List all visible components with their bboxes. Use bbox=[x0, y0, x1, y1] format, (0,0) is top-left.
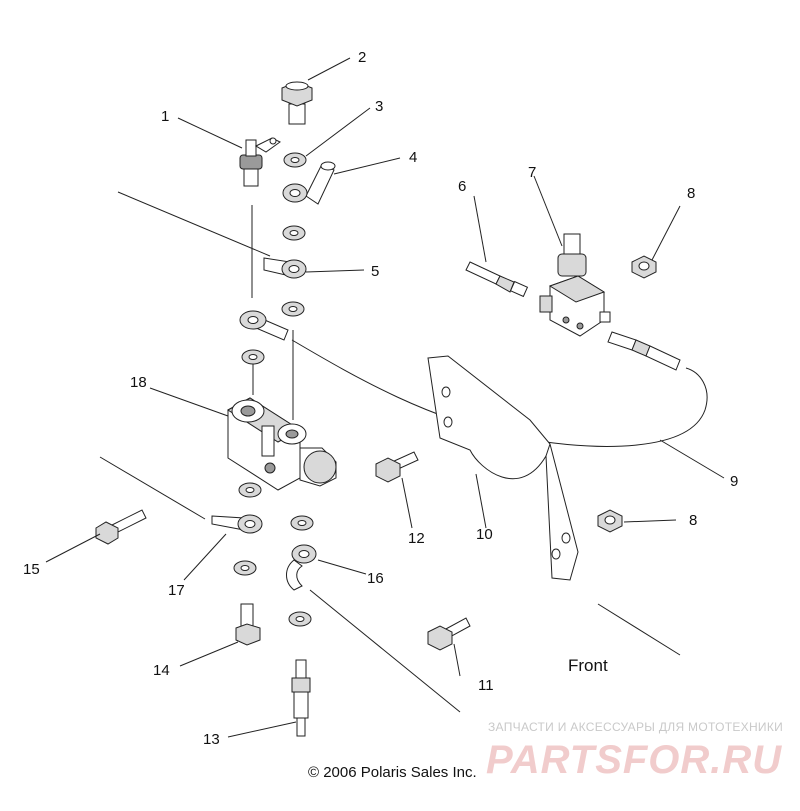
leader-lines bbox=[45, 57, 725, 738]
watermark-brand: PARTSFOR.RU bbox=[486, 738, 782, 782]
washer-mid-left bbox=[241, 349, 265, 365]
callout-4: 4 bbox=[409, 149, 417, 166]
washer-mid-right bbox=[281, 301, 305, 317]
part-17-banjo-fitting bbox=[211, 514, 263, 534]
part-18-valve-block bbox=[227, 397, 337, 491]
callout-9: 9 bbox=[730, 473, 738, 490]
washer-lower-left bbox=[238, 482, 262, 498]
washer-bottom-left bbox=[233, 560, 257, 576]
callout-17: 17 bbox=[168, 582, 185, 599]
callout-10: 10 bbox=[476, 526, 493, 543]
part-10-mounting-bracket bbox=[427, 355, 579, 581]
callout-13: 13 bbox=[203, 731, 220, 748]
part-12-bolt bbox=[375, 451, 419, 483]
part-7-proportioning-valve bbox=[539, 233, 611, 337]
part-15-bolt bbox=[95, 509, 147, 545]
part-3-washer bbox=[283, 152, 307, 168]
callout-8-lower: 8 bbox=[689, 512, 697, 529]
brake-line-fitting bbox=[607, 331, 681, 371]
part-14-banjo-bolt bbox=[235, 603, 261, 646]
callout-15: 15 bbox=[23, 561, 40, 578]
callout-16: 16 bbox=[367, 570, 384, 587]
callout-labels: 1 2 3 4 5 6 7 8 8 9 10 11 12 13 14 15 16… bbox=[23, 49, 738, 748]
callout-12: 12 bbox=[408, 530, 425, 547]
callout-18: 18 bbox=[130, 374, 147, 391]
callout-5: 5 bbox=[371, 263, 379, 280]
front-label: Front bbox=[568, 656, 608, 675]
watermark-tagline: ЗАПЧАСТИ И АКСЕССУАРЫ ДЛЯ МОТОТЕХНИКИ bbox=[488, 720, 783, 734]
assembly-guide-lines bbox=[99, 191, 681, 713]
callout-2: 2 bbox=[358, 49, 366, 66]
callout-8-upper: 8 bbox=[687, 185, 695, 202]
banjo-fitting-upper-left bbox=[239, 310, 289, 341]
part-13-adapter bbox=[291, 659, 311, 737]
callout-7: 7 bbox=[528, 164, 536, 181]
part-5-banjo-fitting bbox=[263, 257, 307, 279]
part-11-bolt bbox=[427, 617, 471, 651]
callout-14: 14 bbox=[153, 662, 170, 679]
callout-1: 1 bbox=[161, 108, 169, 125]
washer-lower-right bbox=[290, 515, 314, 531]
callout-3: 3 bbox=[375, 98, 383, 115]
part-2-banjo-bolt bbox=[281, 81, 313, 125]
part-8-nut-upper bbox=[631, 255, 657, 279]
part-16-banjo-fitting bbox=[286, 544, 317, 591]
part-1-brake-switch bbox=[239, 137, 281, 187]
copyright-text: © 2006 Polaris Sales Inc. bbox=[308, 764, 477, 781]
part-6-fitting bbox=[465, 261, 529, 298]
washer-bottom-right bbox=[288, 611, 312, 627]
callout-6: 6 bbox=[458, 178, 466, 195]
part-4-banjo-fitting bbox=[282, 161, 336, 205]
brake-line-curve bbox=[291, 339, 708, 447]
part-8-nut-lower bbox=[597, 509, 623, 533]
callout-11: 11 bbox=[478, 677, 494, 694]
washer-upper bbox=[282, 225, 306, 241]
